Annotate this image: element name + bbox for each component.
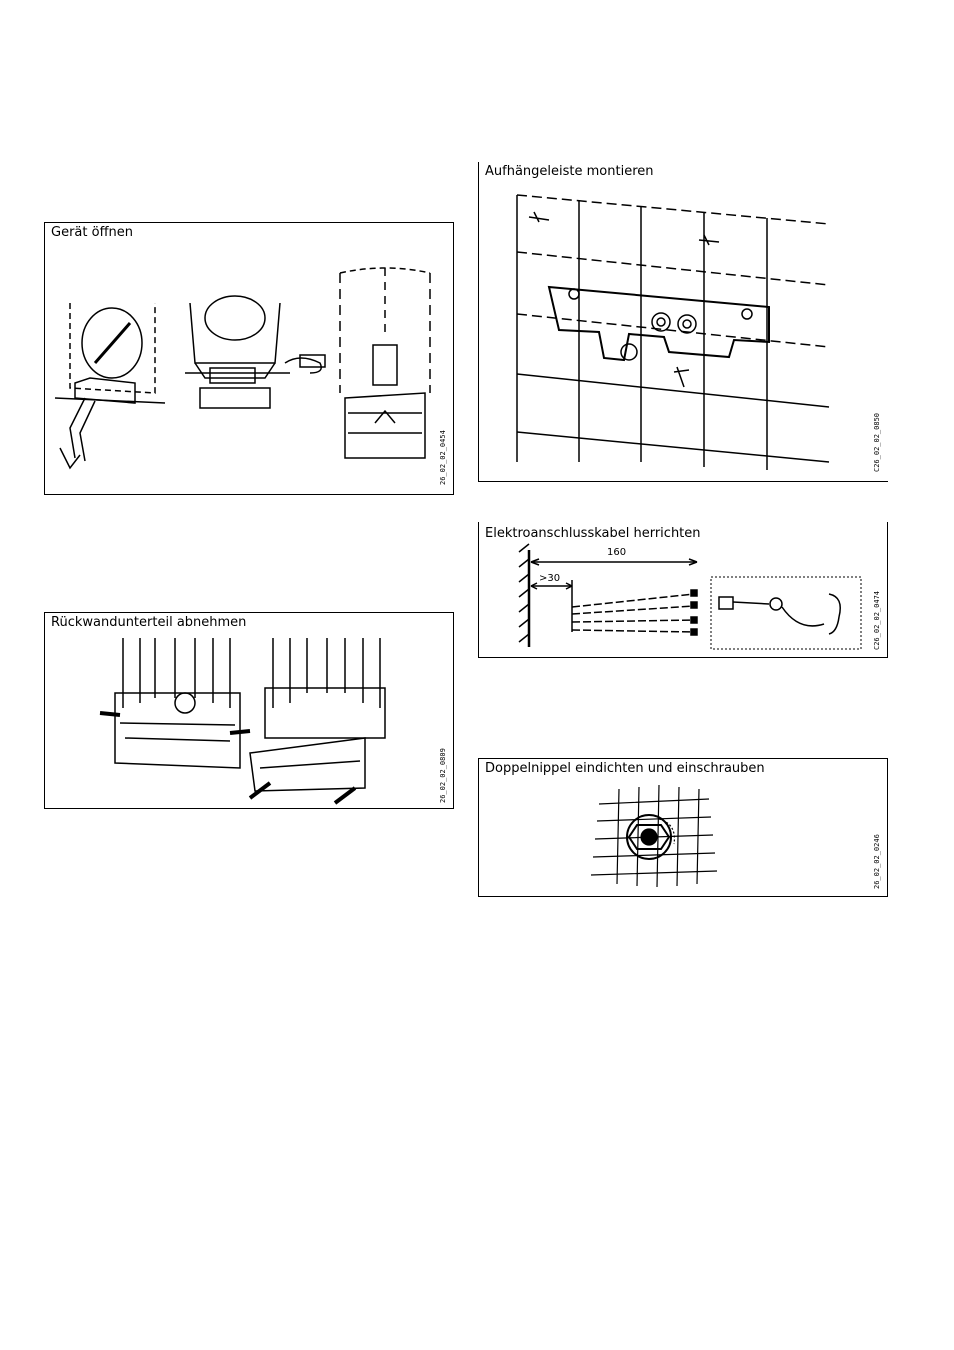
figure-code: 26_02_02_0454 [439, 430, 447, 485]
prepare-cable-illustration [479, 522, 887, 656]
figure-code: 26_02_02_0809 [439, 748, 447, 803]
figure-double-nipple: Doppelnippel eindichten und einschrauben… [478, 758, 888, 897]
figure-open-device: Gerät öffnen [44, 222, 454, 495]
figure-code: 26_02_02_0246 [873, 834, 881, 889]
figure-prepare-cable: Elektroanschlusskabel herrichten [478, 522, 888, 658]
figure-code: C26_02_02_0850 [873, 413, 881, 472]
open-device-illustration [45, 223, 453, 494]
mount-rail-illustration [479, 162, 888, 481]
figure-mount-rail: Aufhängeleiste montieren C26_02_02_0850 [478, 162, 888, 482]
remove-backwall-illustration [45, 613, 453, 808]
dimension-label-short: >30 [539, 573, 560, 584]
figure-remove-backwall: Rückwandunterteil abnehmen 26_02_02_0809 [44, 612, 454, 809]
double-nipple-illustration [479, 759, 887, 896]
dimension-label-long: 160 [607, 547, 626, 558]
figure-code: C26_02_02_0474 [873, 591, 881, 650]
